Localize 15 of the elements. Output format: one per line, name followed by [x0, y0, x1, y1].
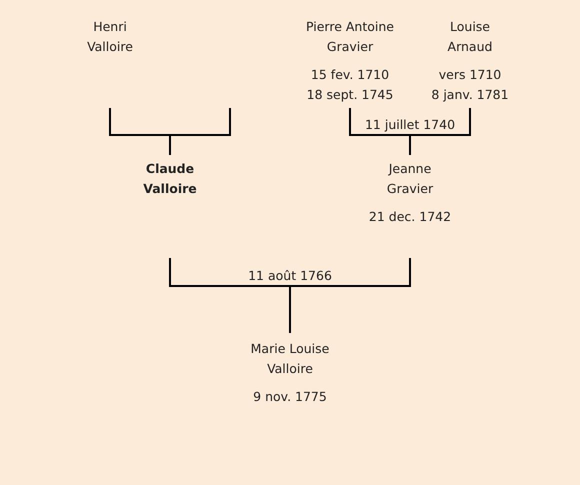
family-line — [169, 108, 231, 155]
person-name: Claude Valloire — [142, 160, 198, 198]
person-name: Marie Louise Valloire — [250, 340, 330, 378]
life-date: 9 nov. 1775 — [253, 388, 327, 406]
life-date: 18 sept. 1745 — [306, 86, 394, 104]
family-line — [289, 258, 411, 333]
person-name: Jeanne Gravier — [386, 160, 434, 198]
person-name: Henri Valloire — [86, 18, 134, 56]
person-name: Louise Arnaud — [446, 18, 494, 56]
life-date: 8 janv. 1781 — [431, 86, 509, 104]
family-line — [409, 108, 471, 155]
life-date: 21 dec. 1742 — [368, 208, 452, 226]
life-date: vers 1710 — [438, 66, 502, 84]
life-date: 15 fev. 1710 — [310, 66, 390, 84]
person-name: Pierre Antoine Gravier — [305, 18, 395, 56]
